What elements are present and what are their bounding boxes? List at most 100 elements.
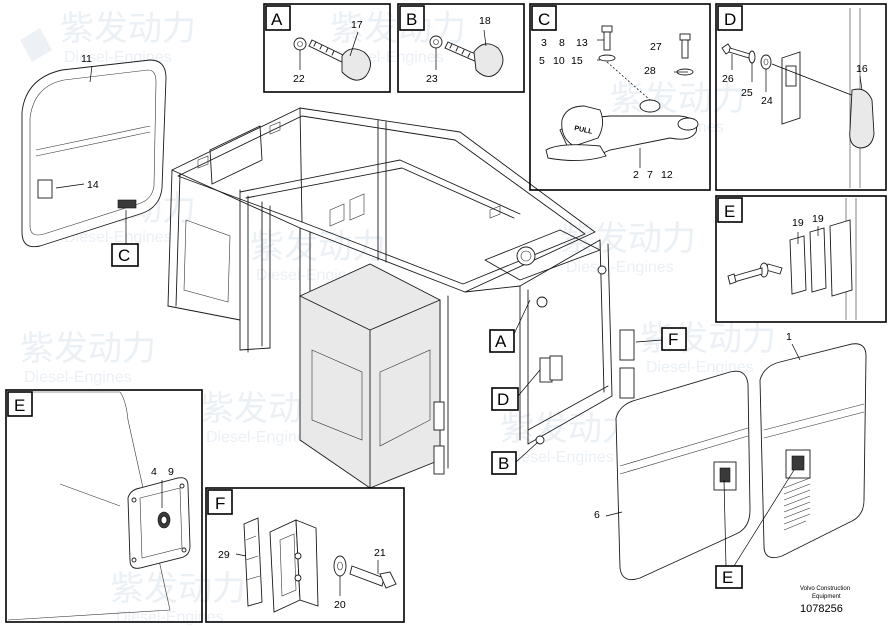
footer-block: Volvo Construction Equipment 1078256 — [800, 586, 850, 615]
part-number-20: 20 — [334, 599, 346, 611]
part-number-2: 2 — [633, 169, 639, 181]
callout-letter: B — [406, 10, 417, 29]
part-number-28: 28 — [644, 65, 656, 77]
callout-letter: B — [498, 454, 509, 473]
part-number-7: 7 — [647, 169, 653, 181]
watermark-logo: 紫发动力 Diesel-Engines — [500, 410, 636, 466]
detail-b-parts — [429, 29, 504, 77]
part-number-1: 1 — [786, 331, 792, 343]
watermark-sub: Diesel-Engines — [206, 429, 314, 446]
pointer-tag-e: E — [715, 469, 795, 589]
pointer-tag-f: F — [635, 327, 687, 351]
part-number-27: 27 — [650, 41, 662, 53]
part-number-19: 19 — [792, 217, 804, 229]
part-number-17: 17 — [351, 19, 363, 31]
watermark-logo: 紫发动力 Diesel-Engines — [110, 570, 246, 626]
watermark-logo: 紫发动力 Diesel-Engines — [20, 10, 196, 66]
detail-box-c — [529, 3, 711, 191]
vent-grille — [783, 477, 811, 531]
leader-lines — [55, 65, 801, 517]
part-number-29: 29 — [218, 549, 230, 561]
callout-d-header: D — [717, 5, 743, 31]
callout-f-header: F — [207, 489, 233, 515]
detail-box-a — [263, 3, 391, 93]
callout-letter: C — [538, 10, 550, 29]
callout-letter: C — [118, 246, 130, 265]
watermark-brand: 紫发动力 — [560, 220, 696, 258]
callout-letter: E — [722, 568, 733, 587]
callout-letter: F — [215, 494, 225, 513]
pointer-tag-c: C — [111, 210, 139, 267]
watermark-sub: Diesel-Engines — [64, 229, 172, 246]
watermark-logo: 紫发动力 Diesel-Engines — [20, 330, 156, 386]
pull-label: PULL — [574, 125, 594, 136]
part-number-14: 14 — [87, 179, 99, 191]
part-number-4: 4 — [151, 466, 157, 478]
watermark-brand: 紫发动力 — [500, 410, 636, 448]
part-number-10: 10 — [553, 55, 565, 67]
detail-box-e-left — [5, 389, 203, 623]
callout-b-header: B — [399, 5, 425, 31]
detail-a-parts — [293, 31, 371, 81]
detail-e-left-parts — [7, 391, 191, 621]
part-number-25: 25 — [741, 87, 753, 99]
callout-e-left-header: E — [7, 391, 33, 417]
part-number-8: 8 — [559, 37, 565, 49]
watermark-brand: 紫发动力 — [110, 570, 246, 608]
door-panel-11 — [21, 59, 167, 248]
detail-box-b — [397, 3, 525, 93]
callout-e-right-header: E — [717, 197, 743, 223]
company-line-1: Volvo Construction — [800, 586, 850, 592]
detail-box-f — [205, 487, 405, 623]
pointer-tag-d: D — [491, 369, 541, 411]
watermark-brand: 紫发动力 — [640, 320, 776, 358]
watermark-layer: 紫发动力 Diesel-Engines 紫发动力 Diesel-Engines … — [20, 10, 776, 626]
watermark-brand: 紫发动力 — [60, 10, 196, 48]
watermark-brand: 紫发动力 — [250, 228, 386, 266]
part-number-5: 5 — [539, 55, 545, 67]
part-number-19: 19 — [812, 213, 824, 225]
pointer-tag-b: B — [491, 441, 539, 475]
door-panel-1 — [759, 343, 867, 559]
detail-box-d — [715, 3, 887, 191]
detail-d-parts — [721, 8, 875, 188]
watermark-logo: 紫发动力 Diesel-Engines — [640, 320, 776, 376]
watermark-brand: 紫发动力 — [610, 80, 746, 118]
callout-letter: D — [724, 10, 736, 29]
callout-letter: A — [271, 10, 283, 29]
detail-e-right-parts — [727, 198, 857, 320]
callout-letter: D — [497, 390, 509, 409]
callout-letter: E — [724, 202, 735, 221]
watermark-sub: Diesel-Engines — [24, 369, 132, 386]
callout-c-header: C — [531, 5, 557, 31]
part-number-12: 12 — [661, 169, 673, 181]
company-line-2: Equipment — [812, 594, 841, 600]
watermark-brand: 紫发动力 — [20, 330, 156, 368]
callout-letter: E — [14, 396, 25, 415]
callout-a-header: A — [265, 5, 291, 31]
part-number-9: 9 — [168, 466, 174, 478]
detail-box-e-right — [715, 195, 887, 323]
callout-letter: A — [495, 332, 507, 351]
part-number-13: 13 — [576, 37, 588, 49]
part-numbers: 1 2 3 4 5 6 7 8 9 10 11 12 13 14 15 16 1… — [81, 15, 868, 611]
part-number-16: 16 — [856, 63, 868, 75]
watermark-sub: Diesel-Engines — [646, 359, 754, 376]
part-number-26: 26 — [722, 73, 734, 85]
part-number-3: 3 — [541, 37, 547, 49]
watermark-logo: 紫发动力 Diesel-Engines — [560, 220, 696, 276]
cab-frame — [167, 107, 635, 489]
part-number-18: 18 — [479, 15, 491, 27]
drawing-number: 1078256 — [800, 603, 843, 615]
pointer-tag-a: A — [489, 299, 531, 353]
watermark-sub: Diesel-Engines — [506, 449, 614, 466]
detail-c-parts: PULL — [545, 25, 699, 168]
part-number-11: 11 — [81, 53, 92, 65]
part-number-6: 6 — [594, 509, 600, 521]
part-number-22: 22 — [293, 73, 305, 85]
part-number-21: 21 — [374, 547, 386, 559]
watermark-sub: Diesel-Engines — [116, 609, 224, 626]
callout-letter: F — [668, 330, 678, 349]
